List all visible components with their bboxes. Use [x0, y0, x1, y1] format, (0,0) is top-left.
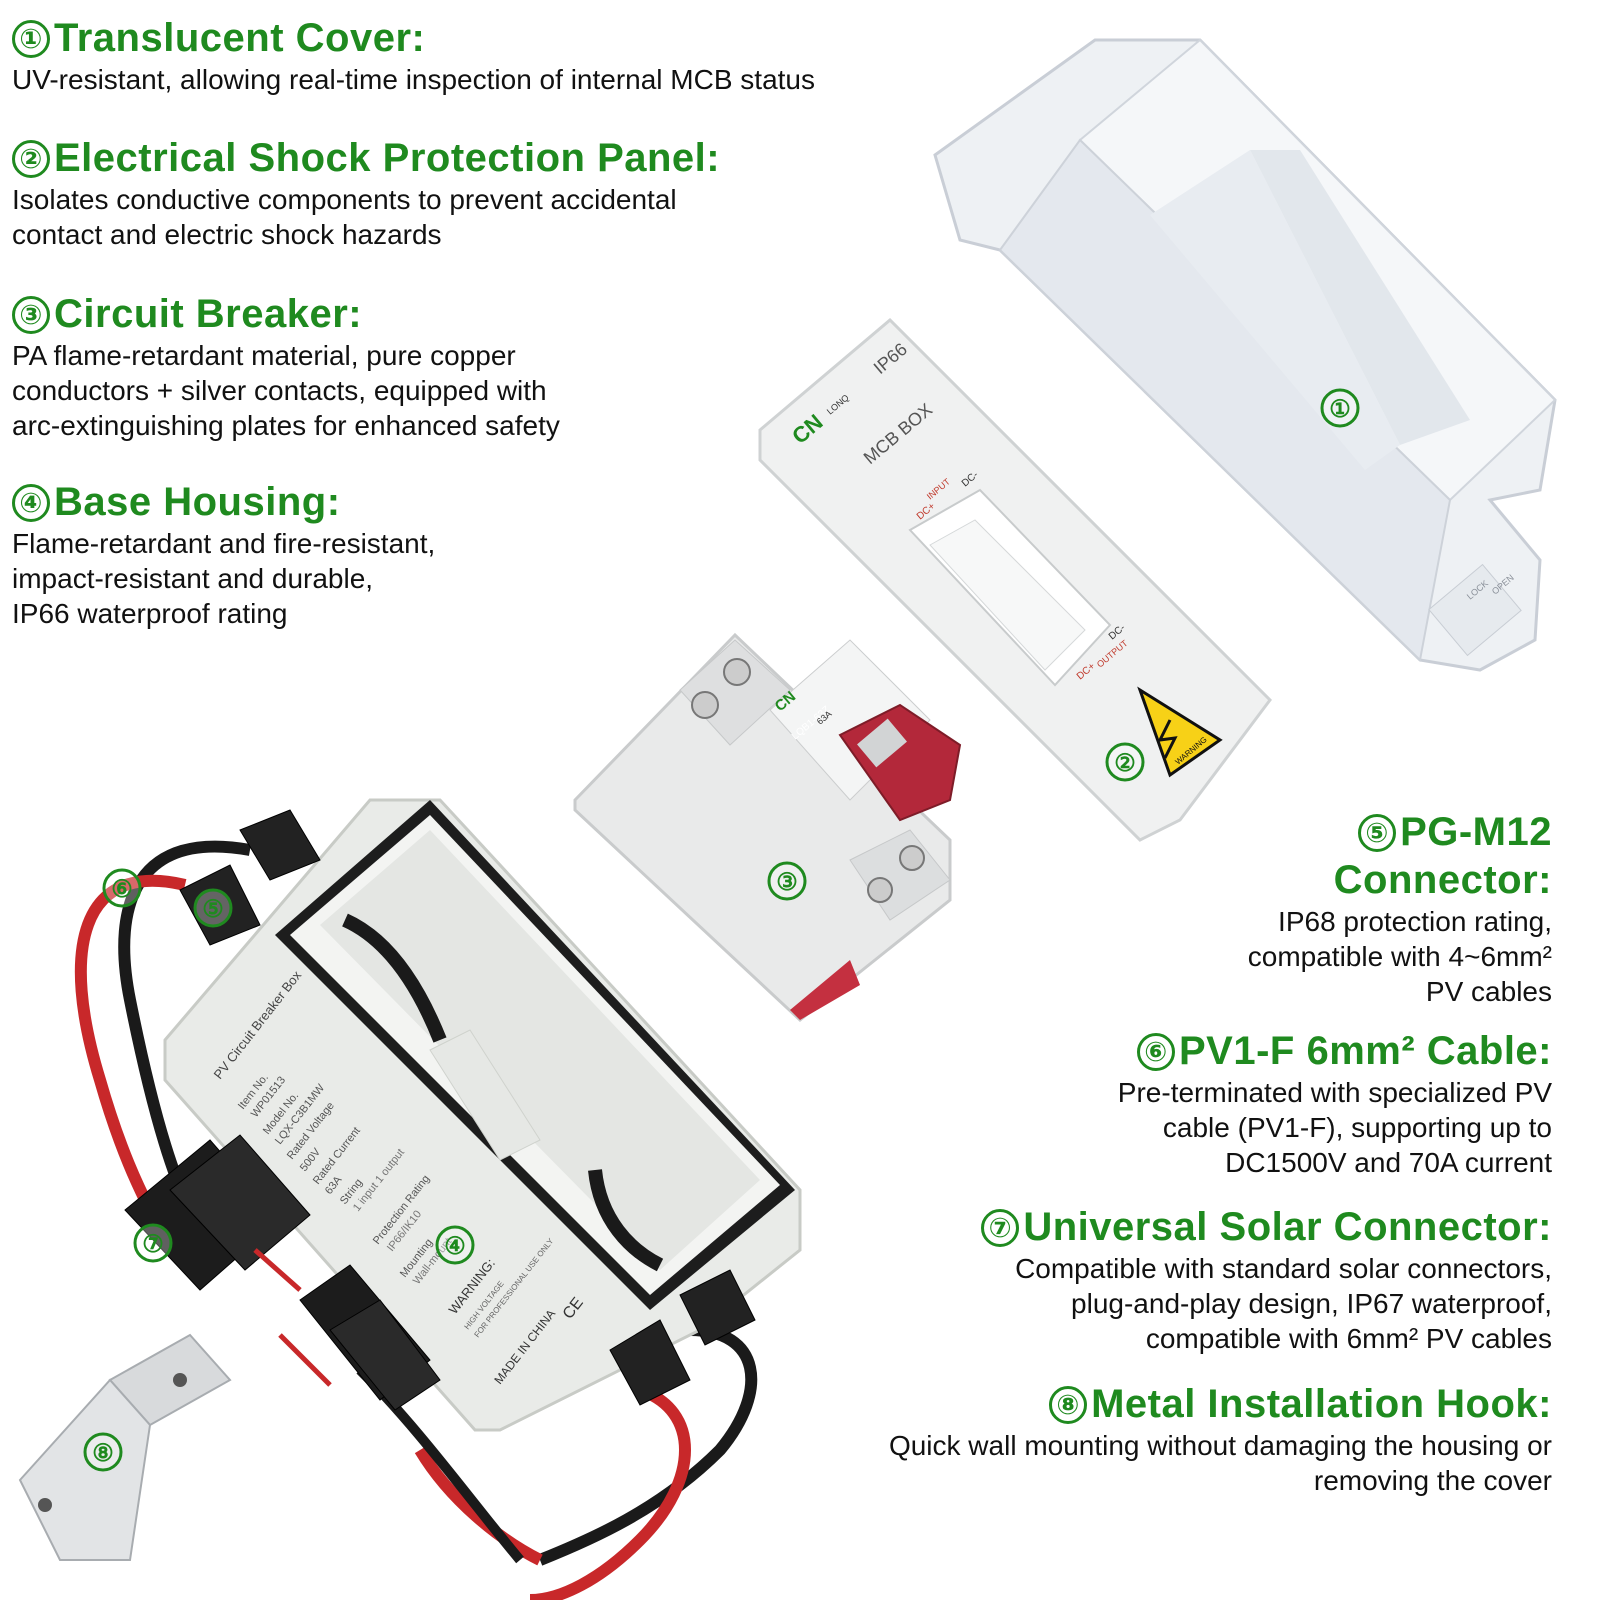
feature-desc: PA flame-retardant material, pure copper… — [12, 338, 560, 443]
feature-title-line2: Connector: — [1333, 858, 1552, 902]
feature-desc-line: compatible with 4~6mm² — [1247, 941, 1552, 972]
feature-title-text: Translucent Cover: — [54, 16, 426, 60]
marker-4-label: ④ — [444, 1233, 466, 1260]
marker-5: ⑤ — [193, 888, 233, 928]
feature-title-text: Universal Solar Connector: — [1023, 1205, 1552, 1249]
feature-desc-line: Compatible with standard solar connector… — [1015, 1253, 1552, 1284]
feature-desc-line: Pre-terminated with specialized PV — [1117, 1077, 1552, 1108]
circuit-breaker: CN LQB1-63Z 63A — [573, 632, 962, 1022]
shock-protection-panel: CN LONQ IP66 MCB BOX INPUT DC- DC+ OUTPU… — [758, 317, 1272, 842]
feature-desc: IP68 protection rating, compatible with … — [1248, 904, 1552, 1009]
feature-title-text: Circuit Breaker: — [54, 292, 363, 336]
marker-5-label: ⑤ — [202, 896, 224, 923]
marker-1: ① — [1320, 388, 1360, 428]
feature-desc-line: Isolates conductive components to preven… — [12, 184, 677, 215]
feature-desc-line: cable (PV1-F), supporting up to — [1162, 1112, 1552, 1143]
feature-desc-line: PA flame-retardant material, pure copper — [12, 340, 516, 371]
marker-6-label: ⑥ — [111, 876, 133, 903]
solar-connectors — [124, 1134, 441, 1411]
marker-7-label: ⑦ — [142, 1231, 164, 1258]
feature-desc: Isolates conductive components to preven… — [12, 182, 720, 252]
feature-number: ④ — [12, 484, 50, 522]
feature-desc-line: UV-resistant, allowing real-time inspect… — [12, 64, 816, 95]
feature-desc-line: compatible with 6mm² PV cables — [1145, 1323, 1552, 1354]
feature-title-text: Electrical Shock Protection Panel: — [54, 136, 721, 180]
feature-number: ⑥ — [1136, 1033, 1175, 1071]
warning-triangle-icon: WARNING — [1137, 686, 1223, 778]
feature-desc-line: conductors + silver contacts, equipped w… — [12, 375, 547, 406]
feature-title-text: PG-M12 — [1400, 810, 1552, 854]
feature-number: ⑧ — [1049, 1386, 1088, 1424]
feature-title-text: Base Housing: — [54, 480, 341, 524]
marker-7: ⑦ — [133, 1223, 173, 1263]
feature-desc-line: IP66 waterproof rating — [12, 598, 288, 629]
feature-desc-line: contact and electric shock hazards — [12, 219, 442, 250]
feature-number: ⑤ — [1358, 814, 1397, 852]
feature-desc: Flame-retardant and fire-resistant, impa… — [12, 526, 435, 631]
feature-desc: Quick wall mounting without damaging the… — [889, 1428, 1552, 1498]
feature-number: ① — [12, 20, 50, 58]
feature-desc-line: Flame-retardant and fire-resistant, — [12, 528, 436, 559]
marker-2: ② — [1105, 742, 1145, 782]
marker-3-label: ③ — [776, 869, 798, 896]
pg-m12-glands — [179, 809, 756, 1406]
feature-desc: Pre-terminated with specialized PV cable… — [1118, 1075, 1552, 1180]
feature-desc: UV-resistant, allowing real-time inspect… — [12, 62, 815, 97]
marker-8: ⑧ — [83, 1432, 123, 1472]
marker-4: ④ — [435, 1225, 475, 1265]
marker-1-label: ① — [1329, 396, 1351, 423]
feature-desc-line: PV cables — [1425, 976, 1552, 1007]
feature-desc-line: Quick wall mounting without damaging the… — [888, 1430, 1552, 1461]
feature-desc: Compatible with standard solar connector… — [981, 1251, 1552, 1356]
feature-desc-line: impact-resistant and durable, — [12, 563, 374, 594]
translucent-cover: LOCK OPEN — [933, 38, 1557, 672]
base-housing: PV Circuit Breaker Box Item No. WP01513 … — [163, 798, 802, 1432]
feature-desc-line: DC1500V and 70A current — [1225, 1147, 1552, 1178]
feature-desc-line: IP68 protection rating, — [1278, 906, 1552, 937]
feature-desc-line: removing the cover — [1313, 1465, 1552, 1496]
metal-installation-hook — [18, 1333, 232, 1561]
feature-desc-line: arc-extinguishing plates for enhanced sa… — [12, 410, 560, 441]
feature-number: ⑦ — [981, 1209, 1020, 1247]
feature-desc-line: plug-and-play design, IP67 waterproof, — [1071, 1288, 1552, 1319]
marker-8-label: ⑧ — [92, 1440, 114, 1467]
feature-number: ② — [12, 140, 50, 178]
marker-2-label: ② — [1114, 750, 1136, 777]
feature-title-text: PV1-F 6mm² Cable: — [1178, 1029, 1552, 1073]
marker-3: ③ — [767, 861, 807, 901]
feature-number: ③ — [12, 296, 50, 334]
marker-6: ⑥ — [102, 868, 142, 908]
feature-title-text: Metal Installation Hook: — [1091, 1382, 1552, 1426]
